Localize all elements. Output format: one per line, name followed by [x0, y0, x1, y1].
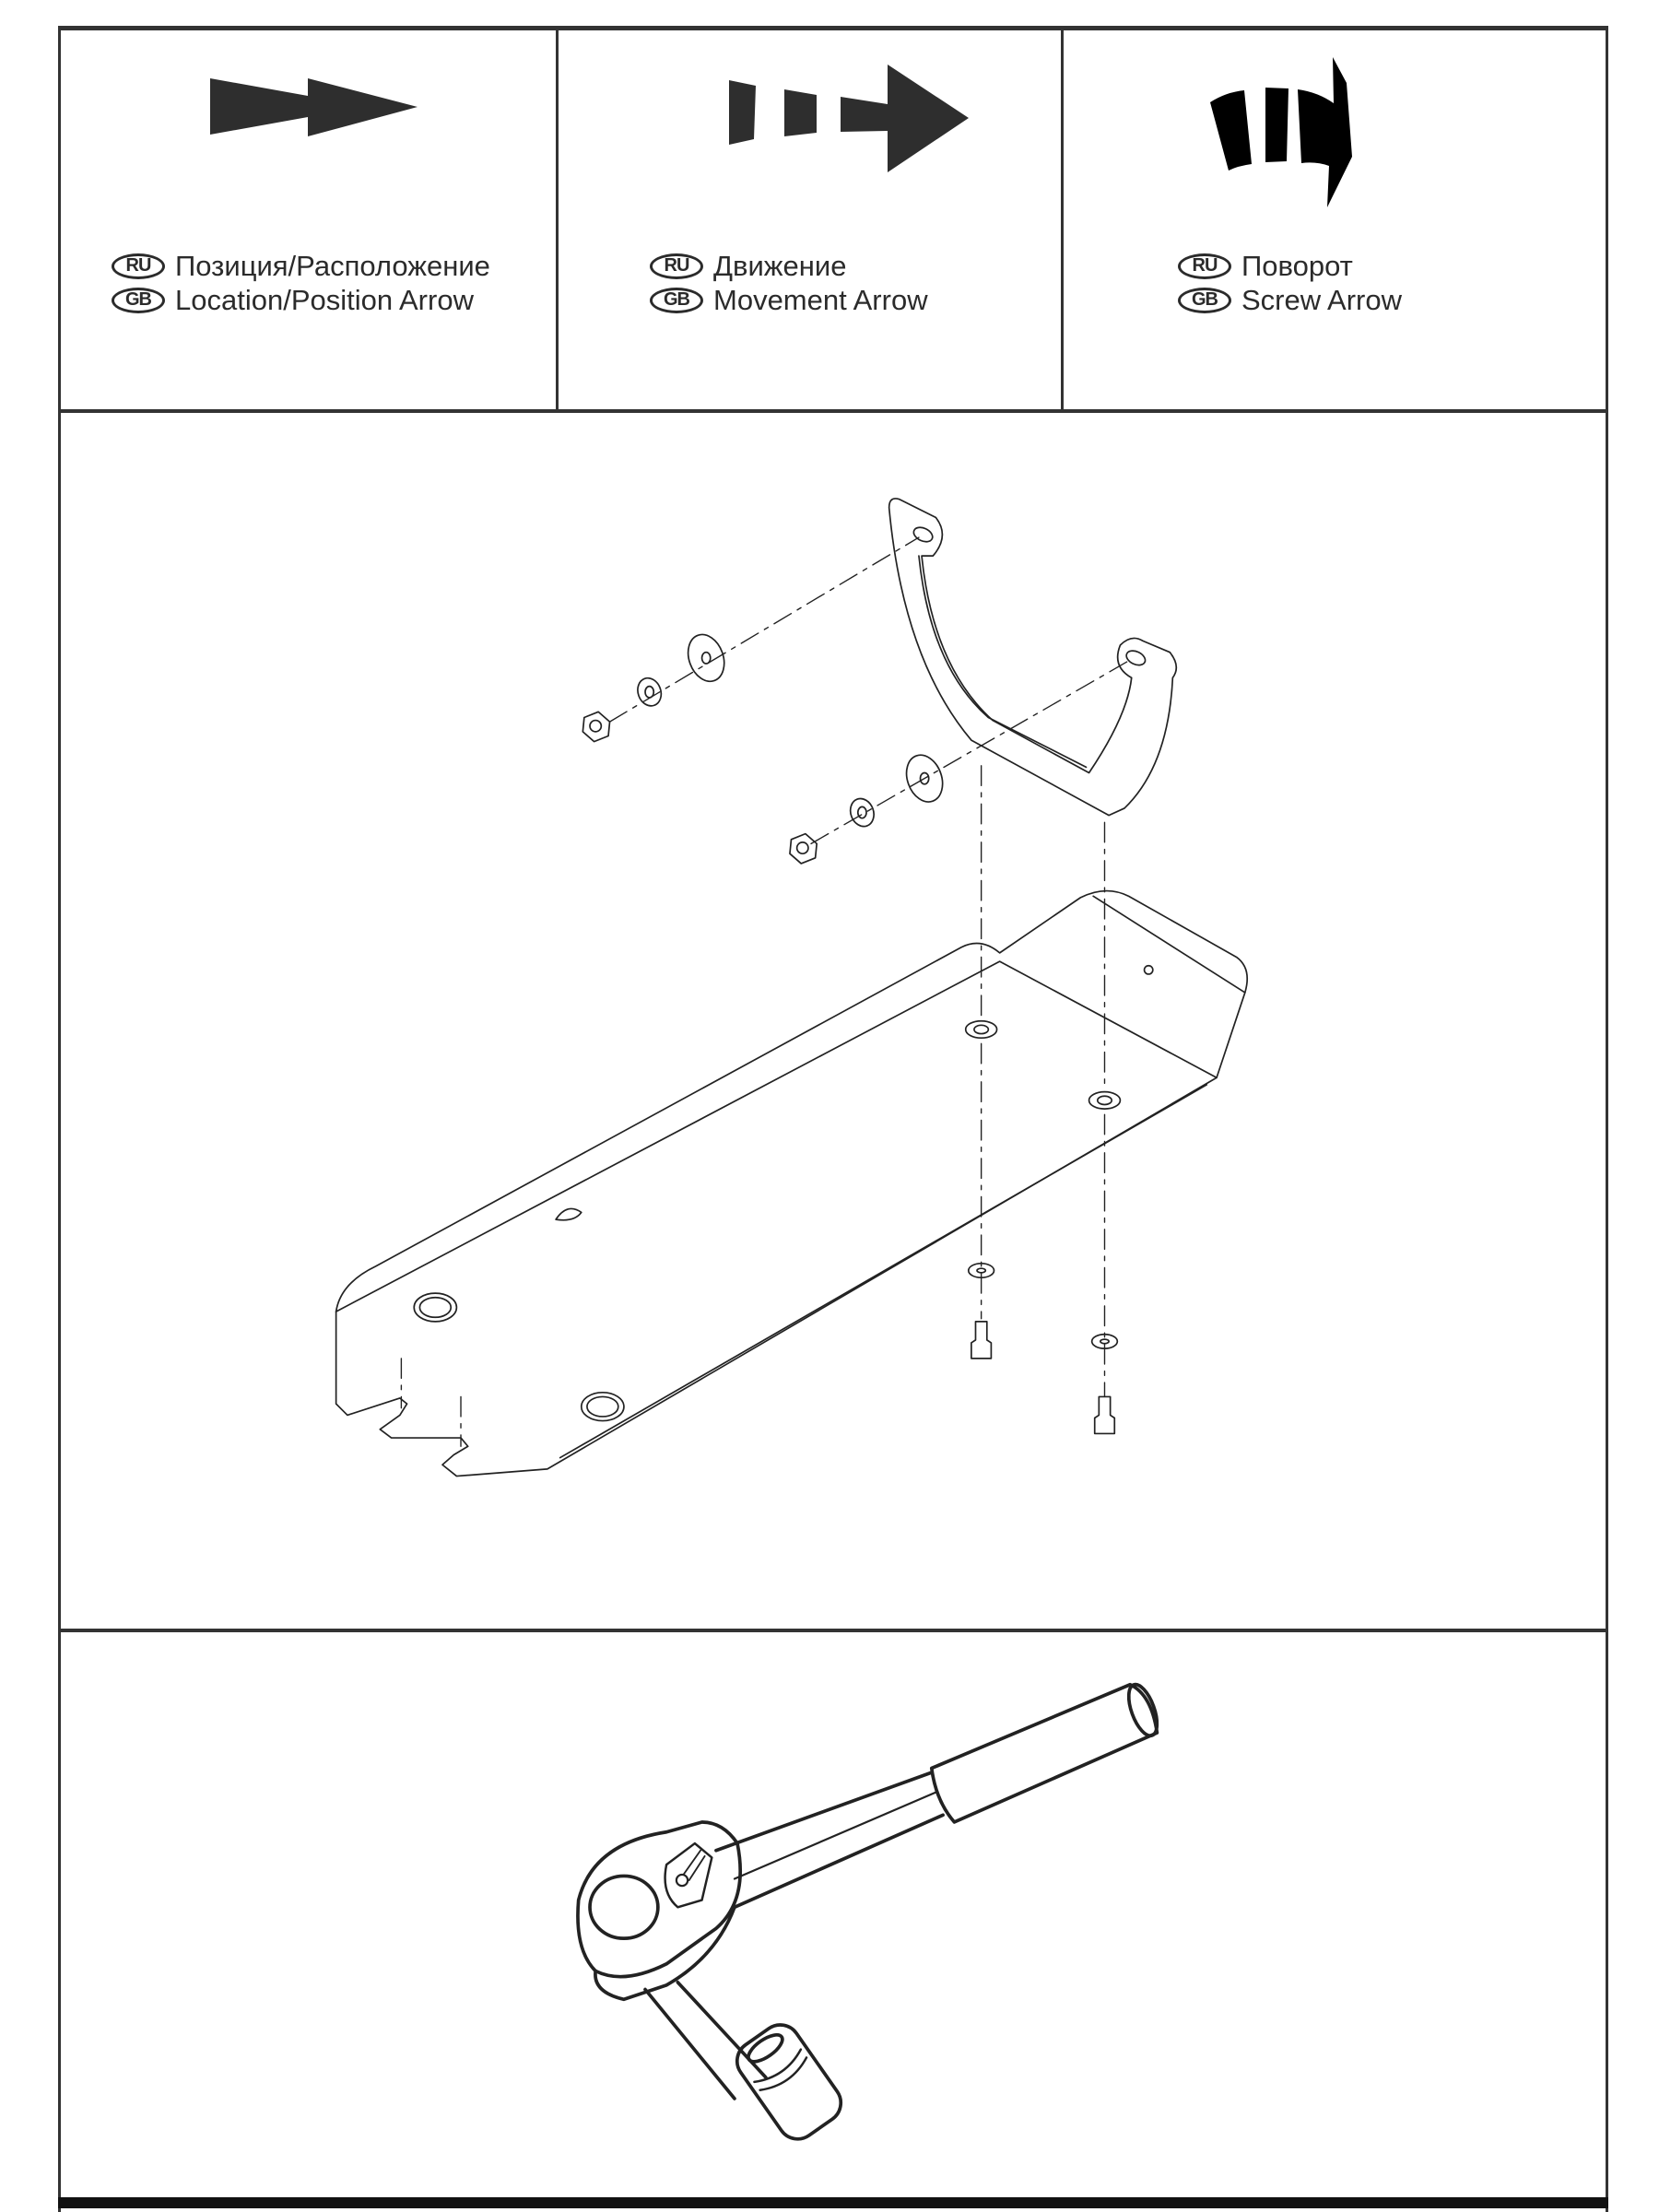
ru-badge: RU [650, 253, 703, 279]
location-arrow-icon [210, 78, 418, 136]
legend-gb-label: Screw Arrow [1241, 283, 1402, 316]
ru-badge: RU [112, 253, 165, 279]
legend-ru-label: Движение [713, 249, 847, 282]
legend-arrows [210, 57, 1352, 207]
gb-badge: GB [1178, 287, 1231, 313]
row-divider-assembly [58, 1629, 1608, 1632]
column-divider-2 [1061, 28, 1064, 411]
legend-ru-label: Поворот [1241, 249, 1353, 282]
ru-badge: RU [1178, 253, 1231, 279]
movement-arrow-icon [729, 65, 969, 172]
legend-movement: RU Движение GB Movement Arrow [650, 249, 928, 317]
row-divider-bottom [58, 2197, 1608, 2208]
screw-arrow-icon [1210, 57, 1352, 207]
legend-location: RU Позиция/Расположение GB Location/Positi… [112, 249, 490, 317]
instruction-sheet-frame [58, 26, 1608, 2212]
gb-badge: GB [650, 287, 703, 313]
legend-gb-label: Movement Arrow [713, 283, 928, 316]
legend-gb-label: Location/Position Arrow [175, 283, 474, 316]
legend-ru-label: Позиция/Расположение [175, 249, 490, 282]
gb-badge: GB [112, 287, 165, 313]
column-divider-1 [556, 28, 559, 411]
row-divider-legend [58, 409, 1608, 413]
legend-screw: RU Поворот GB Screw Arrow [1178, 249, 1402, 317]
